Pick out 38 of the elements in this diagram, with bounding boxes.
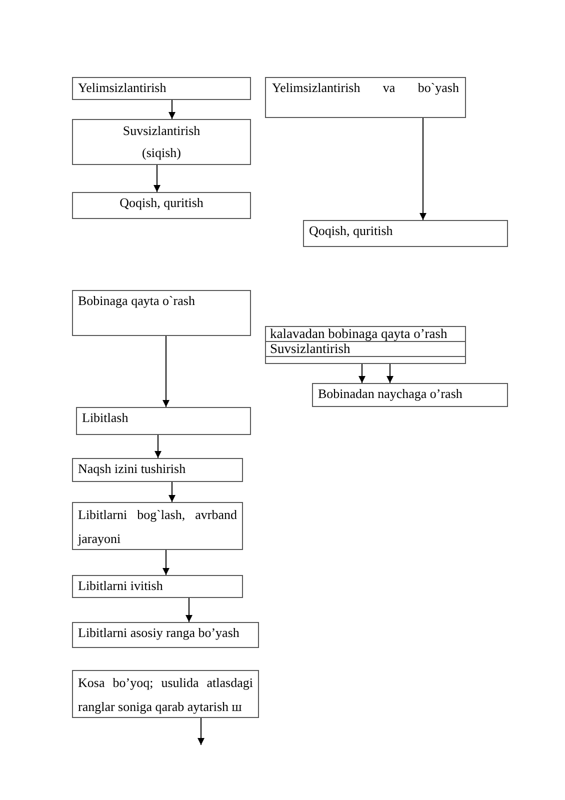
process-box — [303, 220, 508, 247]
step-label: Suvsizlantirish (siqish) — [122, 122, 202, 162]
step-label: Libitlarni ivitish — [77, 577, 164, 595]
process-box — [72, 458, 243, 482]
process-box — [265, 77, 466, 118]
arrow — [420, 118, 426, 220]
step-label: Suvsizlantirish — [266, 342, 465, 357]
arrow — [358, 364, 366, 384]
step-label: Libitlarni asosiy ranga bo’yash — [77, 624, 240, 642]
step-label: Yelimsizlantirish — [77, 79, 168, 97]
step-label: Libitlash — [81, 409, 130, 427]
process-box — [72, 290, 251, 336]
process-box — [312, 383, 508, 407]
arrow — [386, 364, 394, 384]
arrow — [154, 164, 160, 192]
step-label: Libitlarni bog`lash, avrband jarayoni — [76, 506, 238, 548]
process-box — [76, 407, 251, 435]
step-label: Qoqish, quritish — [308, 222, 394, 240]
step-label: Bobinadan naychaga o’rash — [317, 385, 464, 403]
process-box — [72, 119, 251, 165]
arrow — [162, 336, 170, 408]
arrow — [186, 598, 192, 622]
process-box — [72, 575, 243, 598]
step-label: Yelimsizlantirish va bo`yash — [271, 79, 460, 97]
arrow — [168, 482, 176, 502]
process-box — [265, 326, 466, 364]
step-label: Kosa bo’yoq; usulida atlasdagi ranglar soniga qarab aytarish ш — [77, 674, 254, 716]
process-box — [72, 192, 251, 219]
arrow — [162, 550, 170, 576]
arrow — [154, 434, 162, 458]
step-label: Naqsh izini tushirish — [77, 460, 187, 478]
process-box — [72, 77, 251, 100]
step-label: Qoqish, quritish — [120, 194, 204, 212]
arrow — [198, 718, 204, 746]
arrow — [168, 100, 176, 120]
process-box — [72, 622, 259, 648]
step-label: Bobinaga qayta o`rash — [77, 292, 196, 310]
step-label: kalavadan bobinaga qayta o’rash — [266, 327, 465, 342]
